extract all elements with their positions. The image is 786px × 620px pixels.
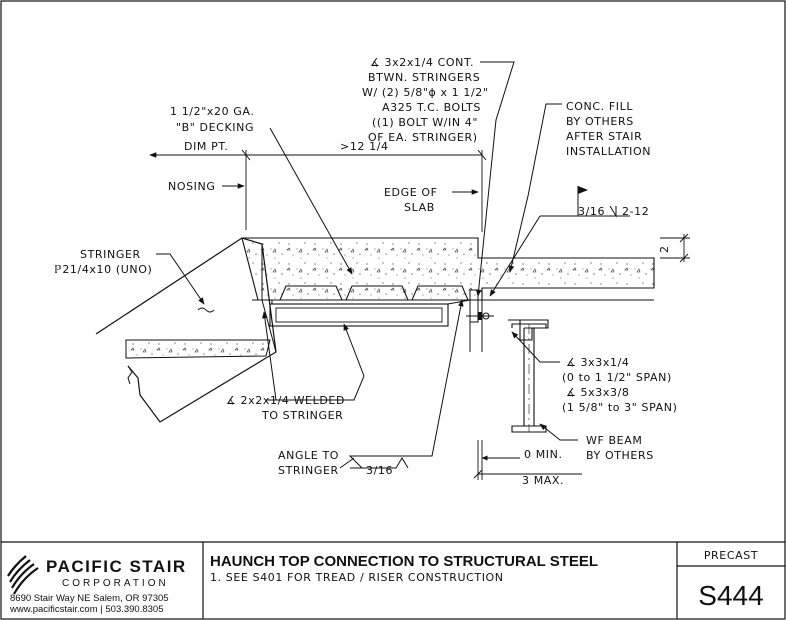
note-conc-fill-4: INSTALLATION <box>566 145 651 158</box>
note-conc-fill-1: CONC. FILL <box>566 100 633 113</box>
note-angle-cont-1: ∡ 3x2x1/4 CONT. <box>370 56 474 69</box>
note-conc-fill-2: BY OTHERS <box>566 115 634 128</box>
note-angle-cont-2: BTWN. STRINGERS <box>368 71 480 84</box>
note-wf-beam-2: BY OTHERS <box>586 449 654 462</box>
company-name: PACIFIC STAIR <box>46 557 187 576</box>
note-stringer-1: STRINGER <box>80 248 141 261</box>
note-nosing: NOSING <box>168 180 215 193</box>
dim-max: 3 MAX. <box>522 474 564 487</box>
note-angle-3x3-1: ∡ 3x3x1/4 <box>566 356 629 369</box>
dim-min: 0 MIN. <box>524 448 563 461</box>
note-angle-to-stringer-1: ANGLE TO <box>278 449 339 462</box>
drawing-title: HAUNCH TOP CONNECTION TO STRUCTURAL STEE… <box>210 553 598 570</box>
note-angle-cont-6: OF EA. STRINGER) <box>368 131 478 144</box>
concrete-slab <box>241 237 655 301</box>
weld-length: 2-12 <box>622 205 649 218</box>
note-decking-1: 1 1/2"x20 GA. <box>170 105 254 118</box>
company-logo-icon <box>7 555 39 595</box>
note-decking-2: "B" DECKING <box>176 121 254 134</box>
angle-2x2 <box>269 303 449 327</box>
company-sub: CORPORATION <box>62 578 169 589</box>
note-edge-of-slab-1: EDGE OF <box>384 186 438 199</box>
precast-tread <box>125 339 271 359</box>
note-stringer-2: ℙ21/4x10 (UNO) <box>54 263 152 276</box>
sheet-number: S444 <box>698 580 763 611</box>
note-angle-cont-3: W/ (2) 5/8"ϕ x 1 1/2" <box>362 86 489 99</box>
note-angle-3x3-2: (0 to 1 1/2" SPAN) <box>562 371 672 384</box>
note-angle-cont-4: A325 T.C. BOLTS <box>382 101 481 114</box>
dim-value: >12 1/4 <box>340 140 389 153</box>
note-edge-of-slab-2: SLAB <box>404 201 435 214</box>
slab-thickness: 2 <box>658 245 671 253</box>
title-block: PACIFIC STAIR CORPORATION 8690 Stair Way… <box>1 541 785 619</box>
note-angle-to-stringer-2: STRINGER <box>278 464 339 477</box>
note-angle-welded-1: ∡ 2x2x1/4 WELDED <box>226 394 345 407</box>
company-contact: www.pacificstair.com | 503.390.8305 <box>9 604 164 615</box>
note-angle-cont-5: ((1) BOLT W/IN 4" <box>372 116 478 129</box>
note-conc-fill-3: AFTER STAIR <box>566 130 642 143</box>
b-decking <box>252 285 478 301</box>
drawing-type: PRECAST <box>704 549 758 562</box>
note-dim-pt: DIM PT. <box>184 140 228 153</box>
angle-weld-size: 3/16 <box>366 464 393 477</box>
company-address: 8690 Stair Way NE Salem, OR 97305 <box>10 593 169 604</box>
detail-drawing <box>95 61 690 480</box>
weld-size: 3/16 <box>578 205 605 218</box>
note-angle-3x3-3: ∡ 5x3x3/8 <box>566 386 629 399</box>
note-wf-beam-1: WF BEAM <box>586 434 642 447</box>
annotation-text: 1 1/2"x20 GA. "B" DECKING ∡ 3x2x1/4 CONT… <box>54 56 678 487</box>
drawing-note: 1. SEE S401 FOR TREAD / RISER CONSTRUCTI… <box>210 571 504 584</box>
note-angle-3x3-4: (1 5/8" to 3" SPAN) <box>562 401 678 414</box>
note-angle-welded-2: TO STRINGER <box>261 409 343 422</box>
